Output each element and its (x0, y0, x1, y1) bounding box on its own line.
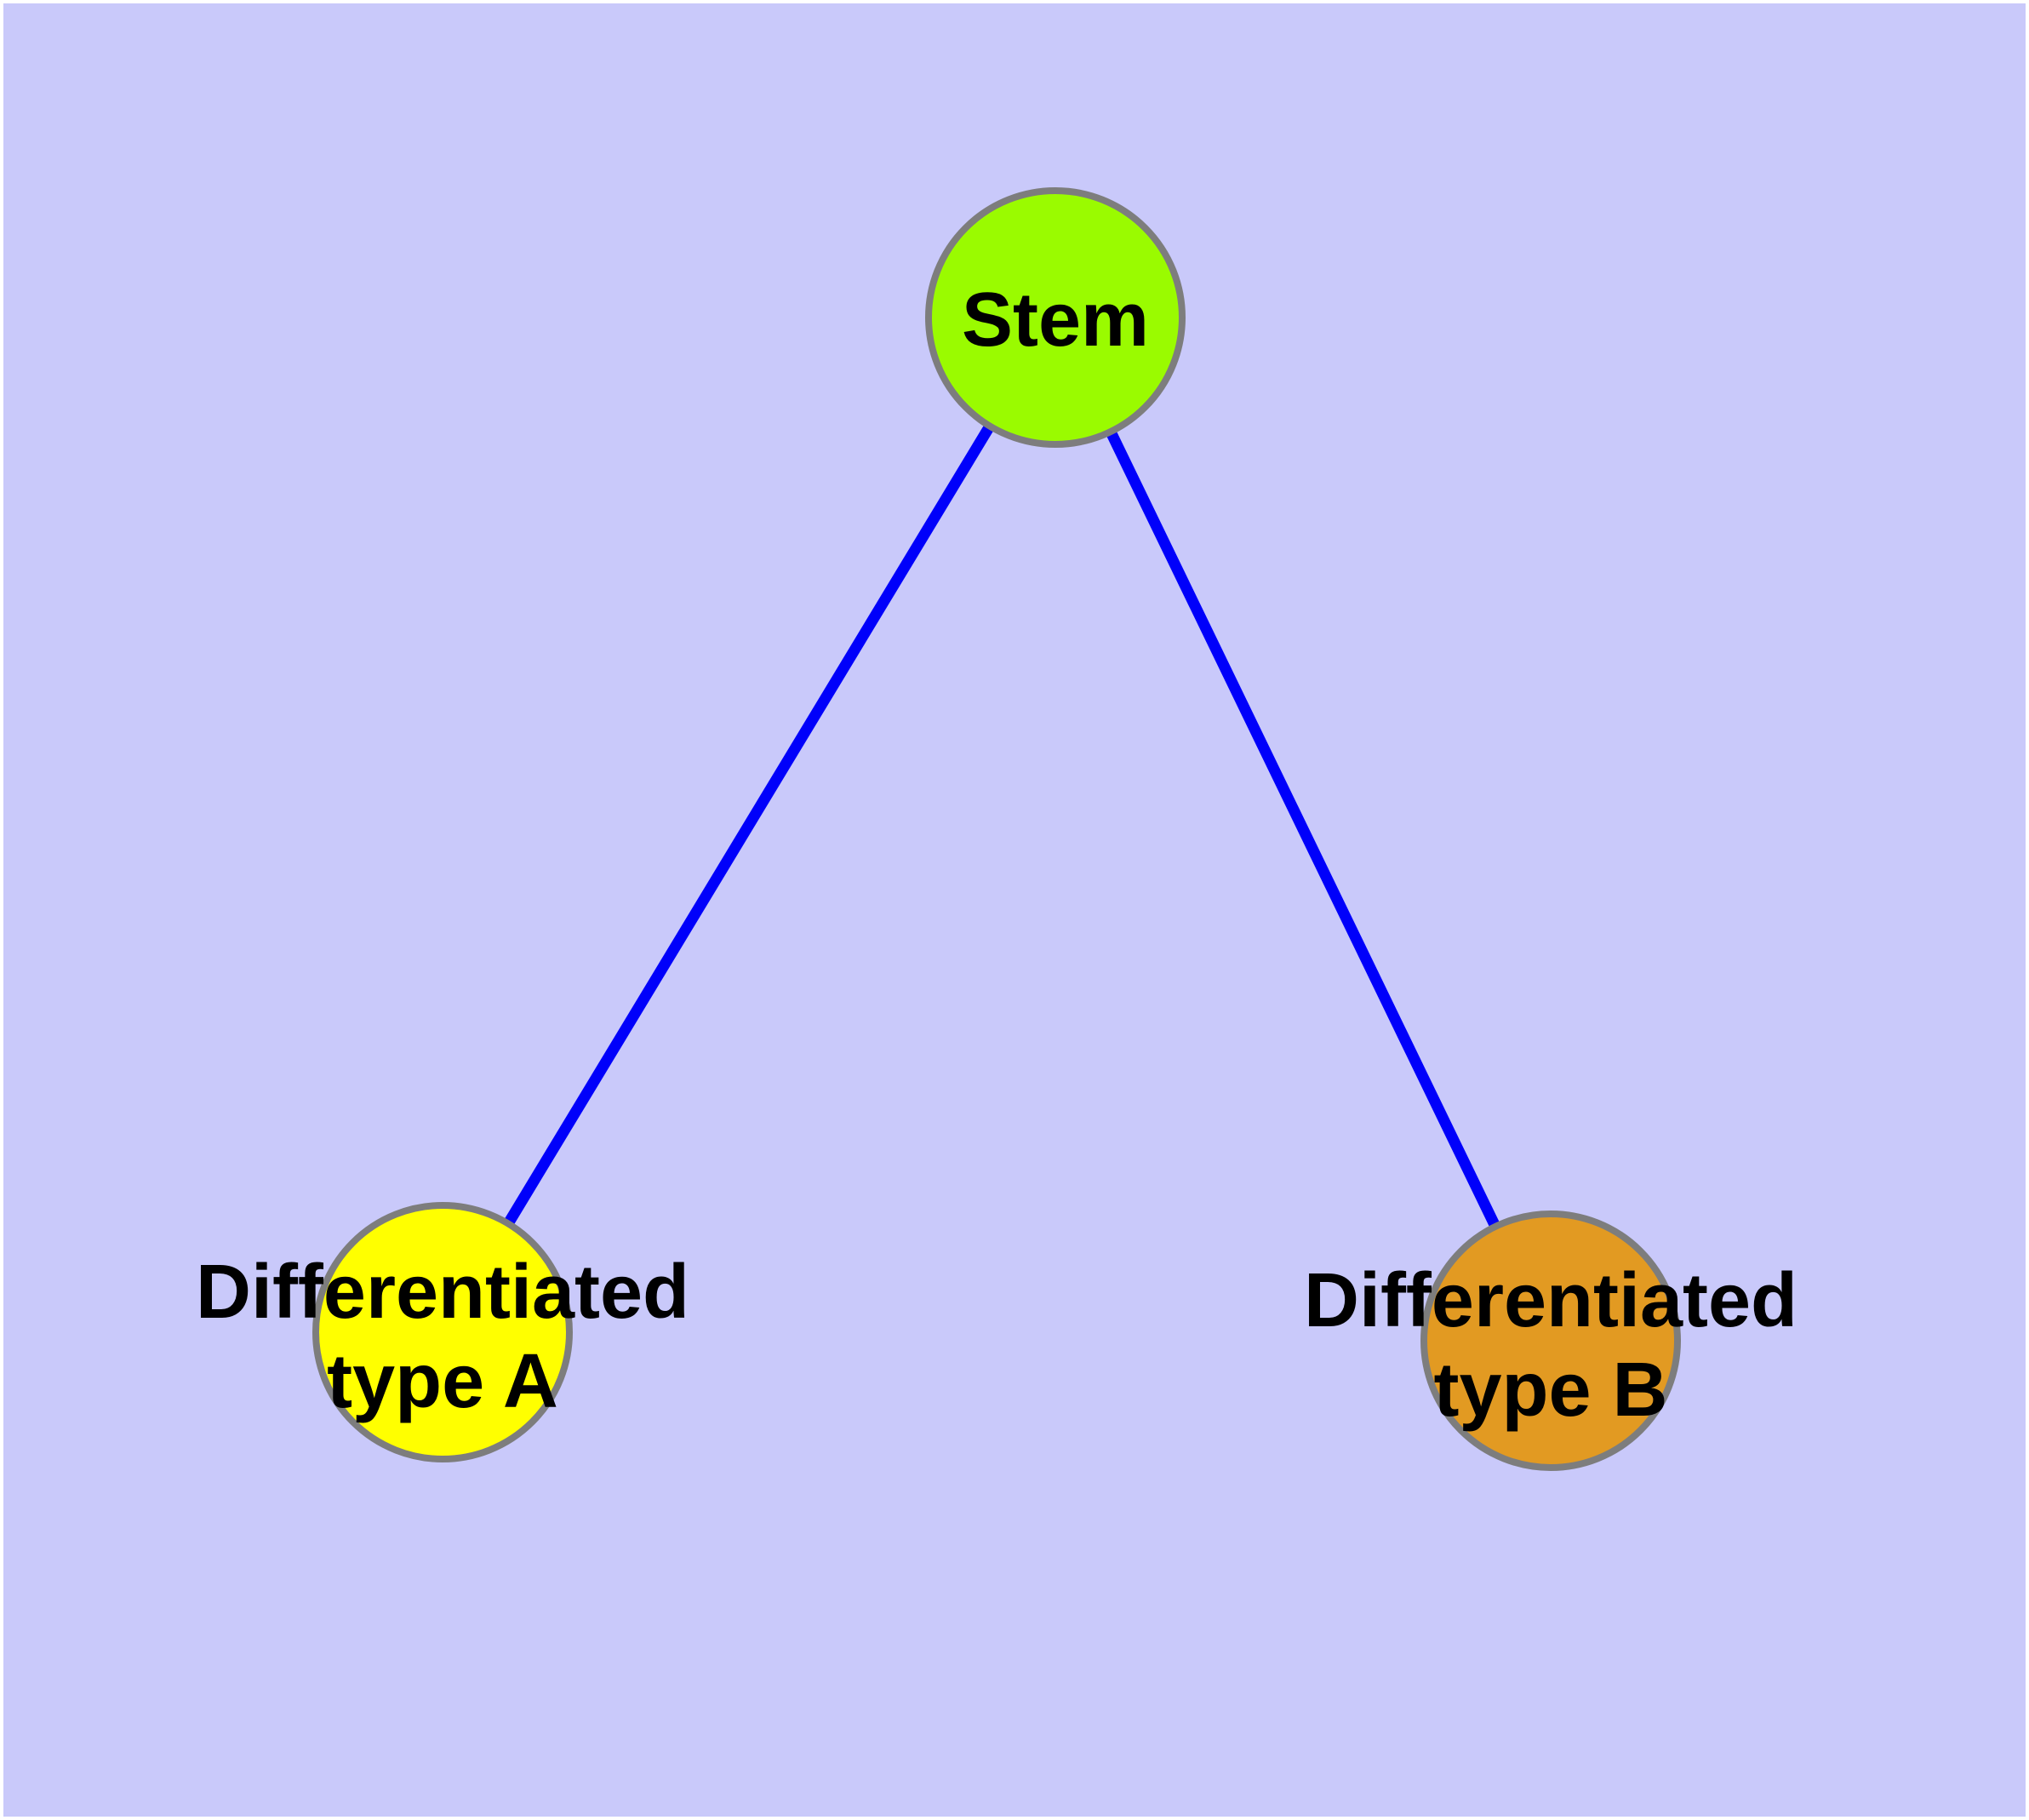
node-stem-circle (925, 187, 1186, 448)
node-differentiated-type-b-label-line2: type B (1433, 1348, 1667, 1433)
node-differentiated-type-a-circle (312, 1202, 573, 1462)
edge-stem-to-type-a (437, 314, 1060, 1336)
node-differentiated-type-b-circle (1420, 1210, 1681, 1471)
node-differentiated-type-a-label-line1: Differentiated (196, 1250, 689, 1335)
node-differentiated-type-b-label-line1: Differentiated (1304, 1258, 1798, 1343)
node-stem-label: Stem (962, 278, 1149, 363)
edge-stem-to-type-b (1050, 315, 1556, 1343)
node-differentiated-type-a-label-line2: type A (327, 1339, 558, 1424)
node-differentiated-type-b: Differentiated type B (1304, 1210, 1798, 1471)
node-differentiated-type-a: Differentiated type A (196, 1202, 689, 1462)
edge-group (437, 314, 1556, 1343)
node-stem: Stem (925, 187, 1186, 448)
